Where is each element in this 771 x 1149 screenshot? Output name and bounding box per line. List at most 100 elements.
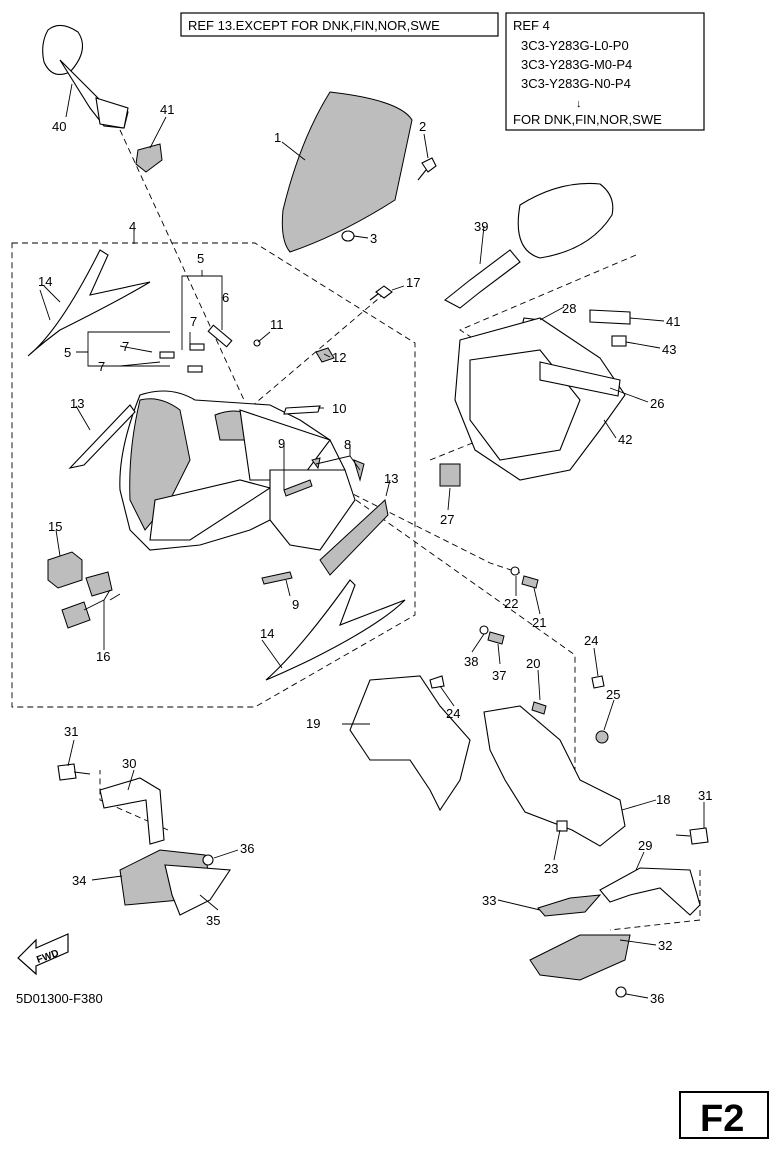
ref-note-left-text: REF 13.EXCEPT FOR DNK,FIN,NOR,SWE (188, 18, 440, 33)
front-cowling (119, 390, 356, 551)
callout-31-left: 31 (64, 724, 78, 739)
callout-8: 8 (344, 437, 351, 452)
callout-14-upper: 14 (38, 274, 52, 289)
ref-code-1: 3C3-Y283G-L0-P0 (521, 38, 629, 53)
leader-lines (39, 83, 705, 999)
callout-2: 2 (419, 119, 426, 134)
callout-39: 39 (474, 219, 488, 234)
ref-box-right: REF 4 3C3-Y283G-L0-P0 3C3-Y283G-M0-P4 3C… (505, 12, 705, 131)
callout-13-left: 13 (70, 396, 84, 411)
routing-line-bolt (344, 489, 521, 574)
washer-38 (479, 625, 489, 635)
screw-24-a (429, 675, 445, 689)
callout-40: 40 (52, 119, 66, 134)
callout-19: 19 (306, 716, 320, 731)
connector-15 (47, 551, 83, 589)
fwd-arrow-icon: FWD (17, 933, 69, 976)
strip-10 (283, 405, 321, 415)
decal-14-upper (27, 249, 151, 357)
under-cowl-32 (529, 934, 631, 981)
decal-14-lower (265, 579, 406, 681)
callout-22: 22 (504, 596, 518, 611)
routing-line-right-low (609, 870, 701, 931)
callout-12: 12 (332, 350, 346, 365)
callout-24-left: 24 (446, 706, 460, 721)
callout-24-right: 24 (584, 633, 598, 648)
strip-9a (283, 479, 313, 497)
callout-35: 35 (206, 913, 220, 928)
callout-43: 43 (662, 342, 676, 357)
bracket-29 (599, 867, 701, 916)
callout-29: 29 (638, 838, 652, 853)
callout-4: 4 (129, 219, 136, 234)
callout-18: 18 (656, 792, 670, 807)
callout-17: 17 (406, 275, 420, 290)
under-cowl-33 (537, 894, 602, 917)
collar-25 (595, 730, 609, 744)
nut-23 (556, 820, 568, 832)
screw-2 (417, 157, 437, 181)
mirror-cover-left (135, 143, 163, 173)
screw-24-b (591, 675, 605, 689)
callout-3: 3 (370, 231, 377, 246)
callout-9-upper: 9 (278, 436, 285, 451)
ref-footer: FOR DNK,FIN,NOR,SWE (513, 112, 662, 127)
callout-14-lower: 14 (260, 626, 274, 641)
bolt-21 (521, 575, 539, 589)
callout-27: 27 (440, 512, 454, 527)
page-tag: F2 (679, 1091, 769, 1140)
callout-15: 15 (48, 519, 62, 534)
callout-36-left: 36 (240, 841, 254, 856)
callout-5-lower: 5 (64, 345, 71, 360)
callout-32: 32 (658, 938, 672, 953)
right-mirror (444, 182, 614, 309)
clip-7c (187, 365, 203, 373)
page-tag-text: F2 (700, 1098, 744, 1140)
callout-41-right: 41 (666, 314, 680, 329)
routing-line-mid (355, 499, 576, 810)
callout-36-right: 36 (650, 991, 664, 1006)
callout-7-upper: 7 (190, 314, 197, 329)
callout-13-right: 13 (384, 471, 398, 486)
grommet-3 (341, 230, 355, 242)
bolt-20 (531, 701, 547, 715)
under-cowl-35 (164, 864, 231, 916)
callout-16: 16 (96, 649, 110, 664)
callout-42: 42 (618, 432, 632, 447)
callout-6: 6 (222, 290, 229, 305)
clip-7b (159, 351, 175, 359)
callout-21: 21 (532, 615, 546, 630)
callout-30: 30 (122, 756, 136, 771)
callout-5-upper: 5 (197, 251, 204, 266)
ref-box-title: REF 4 (513, 18, 550, 33)
inner-panel-18 (483, 705, 626, 847)
routing-line-left (99, 770, 169, 831)
clip-7a (189, 343, 205, 351)
bracket-30 (99, 777, 165, 845)
callout-labels: 40 41 1 2 3 4 14 5 6 7 5 7 7 11 12 17 10… (38, 102, 712, 1006)
callout-41-left: 41 (160, 102, 174, 117)
windscreen (281, 91, 413, 253)
callout-23: 23 (544, 861, 558, 876)
collar-43 (611, 335, 627, 347)
callout-34: 34 (72, 873, 86, 888)
inner-panel-19 (349, 675, 471, 812)
bolt-31-left (57, 763, 91, 781)
bolt-31-right (675, 827, 709, 845)
cowling-assy-dashed-region (11, 242, 416, 708)
nut-36-right (615, 986, 627, 998)
bolt-37 (487, 631, 505, 645)
ref-code-2: 3C3-Y283G-M0-P4 (521, 57, 632, 72)
callout-7-lower: 7 (98, 359, 105, 374)
bolt-17 (369, 285, 393, 301)
left-mirror (42, 24, 129, 129)
cowling-stay (454, 317, 626, 481)
ref-arrow: ↓ (576, 98, 582, 110)
callout-25: 25 (606, 687, 620, 702)
side-cowl-13-right (319, 499, 389, 576)
ref-note-left: REF 13.EXCEPT FOR DNK,FIN,NOR,SWE (180, 12, 499, 37)
callout-26: 26 (650, 396, 664, 411)
callout-11: 11 (270, 317, 284, 332)
diagram-code: 5D01300-F380 (16, 991, 103, 1006)
